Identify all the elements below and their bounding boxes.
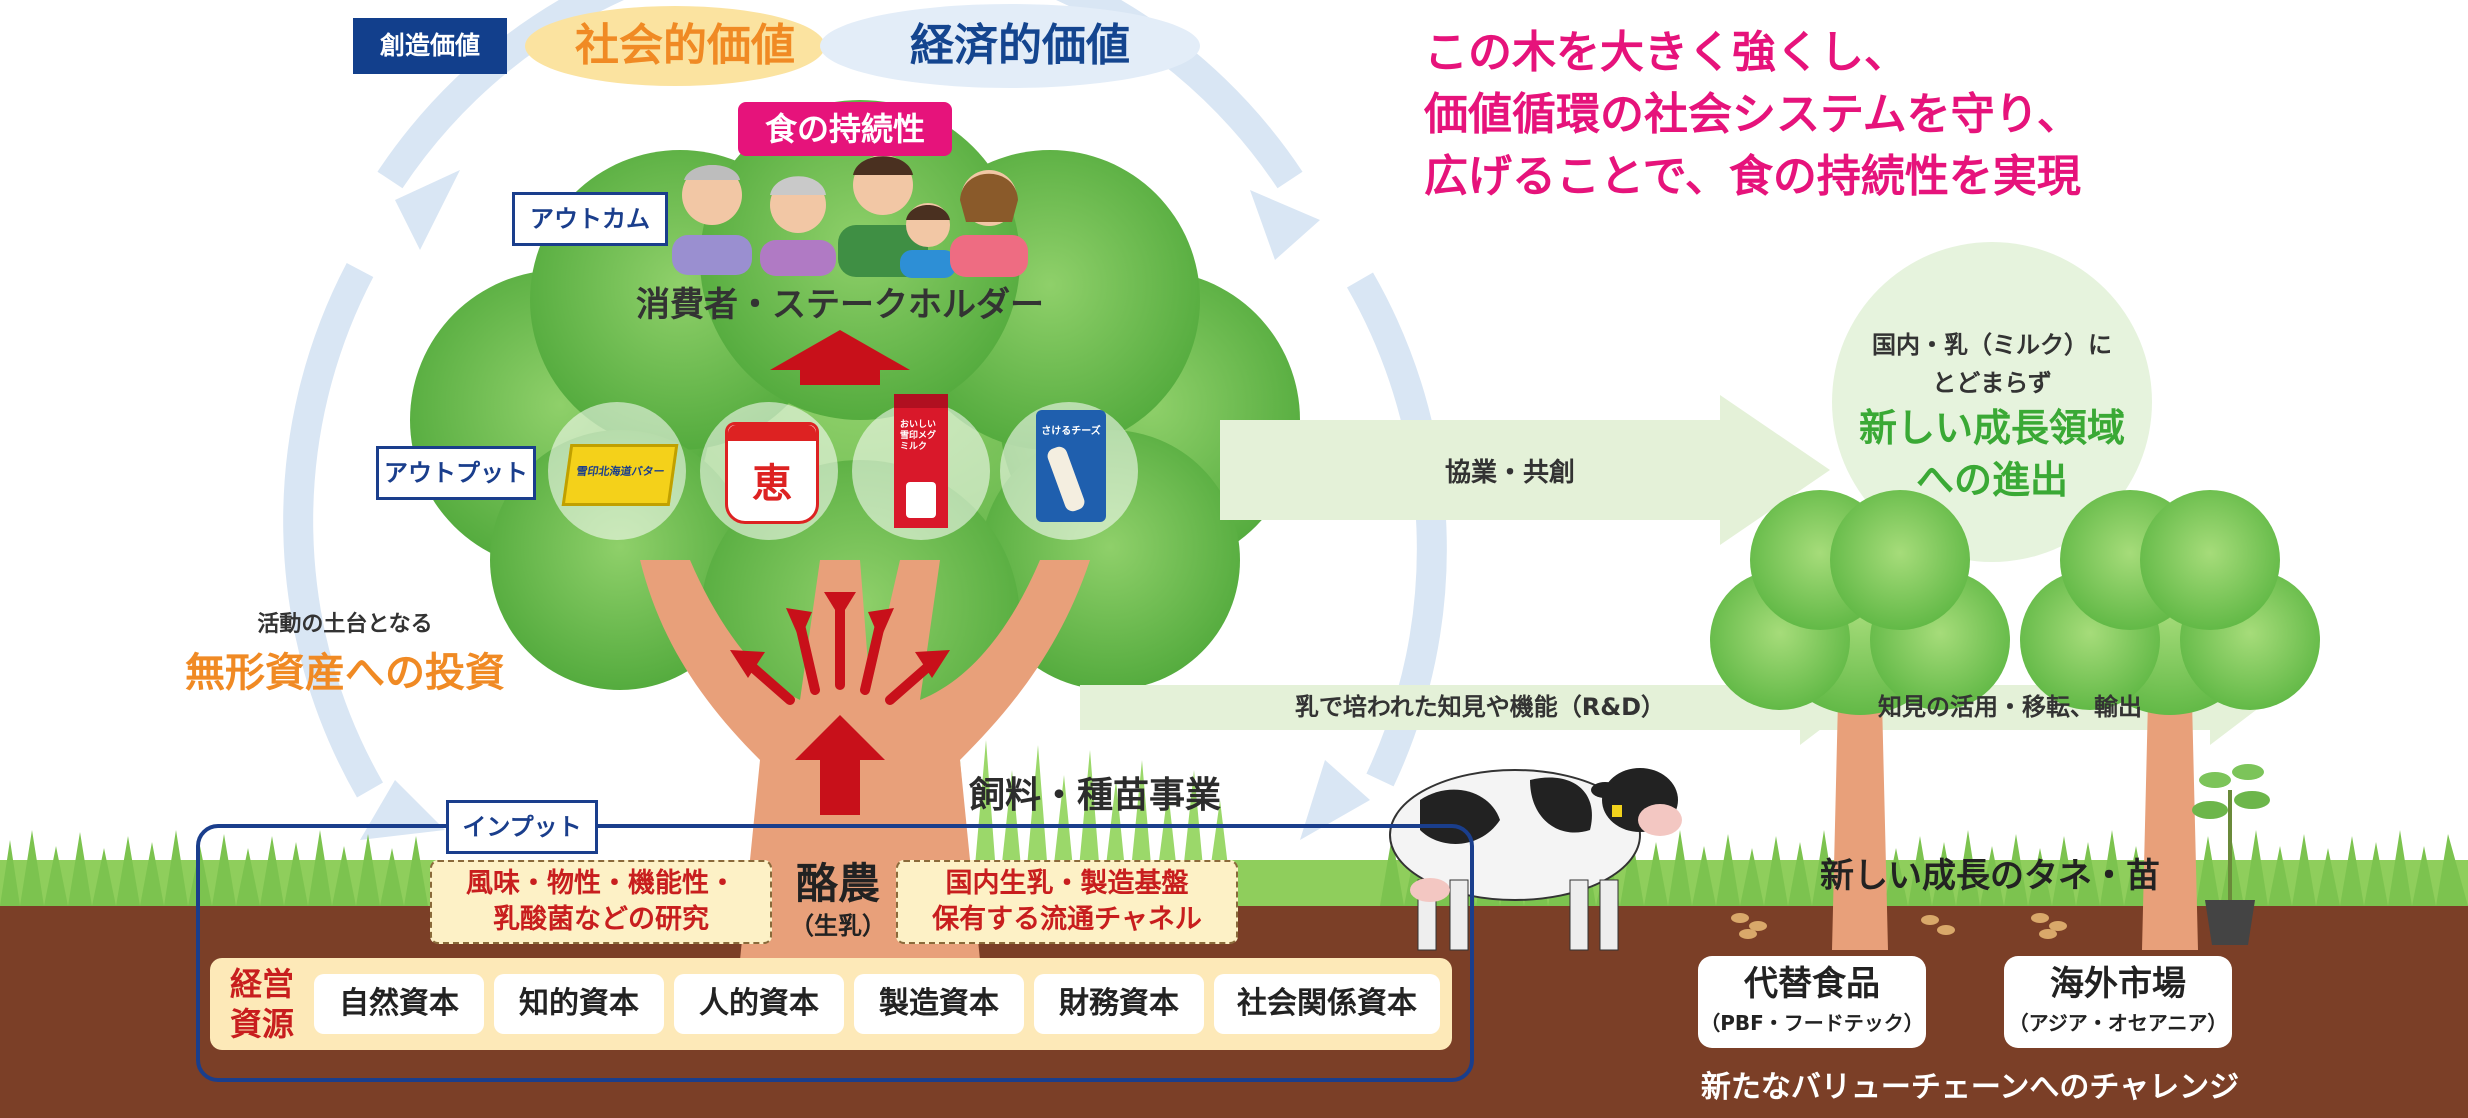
input-frame xyxy=(196,824,1474,1082)
alt-food-sub: （PBF・フードテック） xyxy=(1700,1011,1924,1035)
overseas-title: 海外市場 xyxy=(2050,964,2186,1004)
cheese-brand-text: さけるチーズ xyxy=(1041,426,1101,437)
trunk-arrows xyxy=(730,592,950,705)
product-butter: 雪印北海道バター xyxy=(548,402,686,540)
capital-intellectual: 知的資本 xyxy=(494,974,664,1034)
growth-line1: 国内・乳（ミルク）に xyxy=(1872,331,2112,359)
output-label: アウトプット xyxy=(376,446,536,500)
cheese-pack-icon: さけるチーズ xyxy=(1036,410,1106,522)
capital-human: 人的資本 xyxy=(674,974,844,1034)
research-box: 風味・物性・機能性・ 乳酸菌などの研究 xyxy=(430,860,772,944)
dairy-sub: （生乳） xyxy=(790,912,886,940)
alt-food-card: 代替食品 （PBF・フードテック） xyxy=(1698,956,1926,1048)
product-milk: おいしい雪印メグミルク xyxy=(852,394,990,540)
social-value-ellipse xyxy=(525,6,825,86)
collab-text: 協業・共創 xyxy=(1444,458,1575,488)
butter-brand-text: 雪印北海道バター xyxy=(575,465,666,478)
seeds xyxy=(1731,913,2067,939)
butter-box-icon: 雪印北海道バター xyxy=(561,444,679,506)
input-label: インプット xyxy=(446,800,598,854)
small-tree-left xyxy=(1710,490,2010,950)
domestic-line2: 保有する流通チャネル xyxy=(932,904,1202,935)
intangible-large-text: 無形資産への投資 xyxy=(185,650,505,696)
economic-value-text: 経済的価値 xyxy=(910,20,1130,71)
milk-carton-icon: おいしい雪印メグミルク xyxy=(894,394,948,528)
growth-circle-bg xyxy=(1832,242,2152,562)
overseas-sub: （アジア・オセアニア） xyxy=(2008,1011,2228,1035)
social-value-text: 社会的価値 xyxy=(575,20,795,71)
capitals-label-line2: 資源 xyxy=(229,1005,294,1043)
family-illustration xyxy=(672,155,1028,278)
growth-line3: 新しい成長領域 xyxy=(1858,406,2125,450)
yogurt-cup-icon: 恵 xyxy=(725,422,819,524)
feed-business-label: 飼料・種苗事業 xyxy=(968,775,1221,816)
key-message-line2: 価値循環の社会システムを守り、 xyxy=(1424,89,2081,140)
small-tree-right xyxy=(2020,490,2320,950)
capitals-label-line1: 経営 xyxy=(229,965,294,1003)
transfer-text: 知見の活用・移転、輸出 xyxy=(1878,693,2142,721)
rnd-arrow-shape xyxy=(1080,670,1850,745)
cow xyxy=(1389,768,1682,951)
product-cheese: さけるチーズ xyxy=(1000,402,1138,540)
domestic-line1: 国内生乳・製造基盤 xyxy=(945,868,1189,899)
capital-social-relationship: 社会関係資本 xyxy=(1214,974,1440,1034)
research-line2: 乳酸菌などの研究 xyxy=(493,904,709,935)
capitals-label: 経営 資源 xyxy=(222,964,302,1044)
seeds-label: 新しい成長のタネ・苗 xyxy=(1820,856,2160,896)
key-message-line1: この木を大きく強くし、 xyxy=(1424,27,1908,78)
outcome-label: アウトカム xyxy=(512,192,668,246)
growth-circle-text: 国内・乳（ミルク）に とどまらず 新しい成長領域 への進出 xyxy=(1832,326,2152,506)
dairy-main: 酪農 xyxy=(795,859,880,908)
value-chain-challenge: 新たなバリューチェーンへのチャレンジ xyxy=(1700,1070,2240,1105)
capital-natural: 自然資本 xyxy=(314,974,484,1034)
product-yogurt: 恵 xyxy=(700,402,838,540)
capital-financial: 財務資本 xyxy=(1034,974,1204,1034)
domestic-box: 国内生乳・製造基盤 保有する流通チャネル xyxy=(896,860,1238,944)
foliage-up-arrow xyxy=(770,330,910,385)
intangible-small-text: 活動の土台となる xyxy=(257,612,433,637)
research-line1: 風味・物性・機能性・ xyxy=(466,868,736,899)
consumers-label: 消費者・ステークホルダー xyxy=(636,285,1044,325)
alt-food-title: 代替食品 xyxy=(1744,964,1880,1004)
key-message: この木を大きく強くし、 価値循環の社会システムを守り、 広げることで、食の持続性… xyxy=(1424,22,2184,208)
created-value-label: 創造価値 xyxy=(353,18,507,74)
sapling-pot xyxy=(2192,764,2270,945)
growth-line2: とどまらず xyxy=(1932,369,2052,397)
food-sustainability-badge: 食の持続性 xyxy=(738,102,952,156)
yogurt-brand-text: 恵 xyxy=(752,460,792,507)
growth-line4: への進出 xyxy=(1915,458,2068,502)
milk-brand-text: おいしい雪印メグミルク xyxy=(900,420,937,452)
capital-manufactured: 製造資本 xyxy=(854,974,1024,1034)
collab-arrow-shape xyxy=(1220,395,1830,545)
trunk-up-arrow xyxy=(795,715,885,815)
rnd-text: 乳で培われた知見や機能（R&D） xyxy=(1294,693,1666,721)
economic-value-ellipse xyxy=(820,4,1200,88)
overseas-card: 海外市場 （アジア・オセアニア） xyxy=(2004,956,2232,1048)
key-message-line3: 広げることで、食の持続性を実現 xyxy=(1424,151,2081,202)
